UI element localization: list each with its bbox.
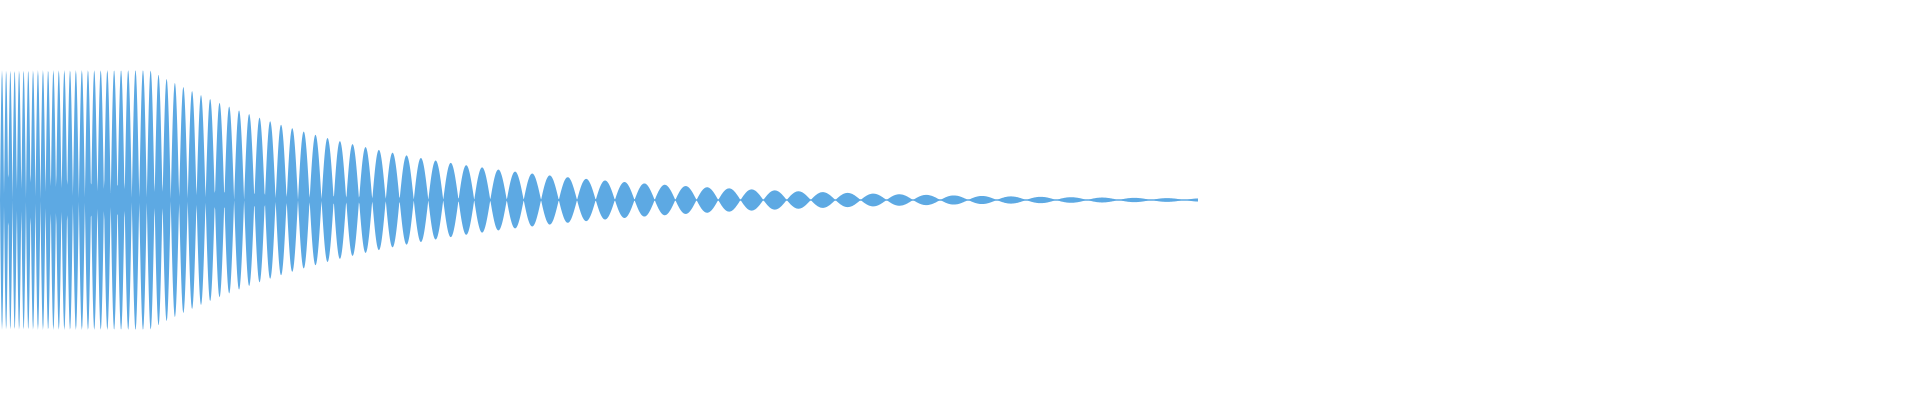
- waveform-path: [0, 70, 1198, 330]
